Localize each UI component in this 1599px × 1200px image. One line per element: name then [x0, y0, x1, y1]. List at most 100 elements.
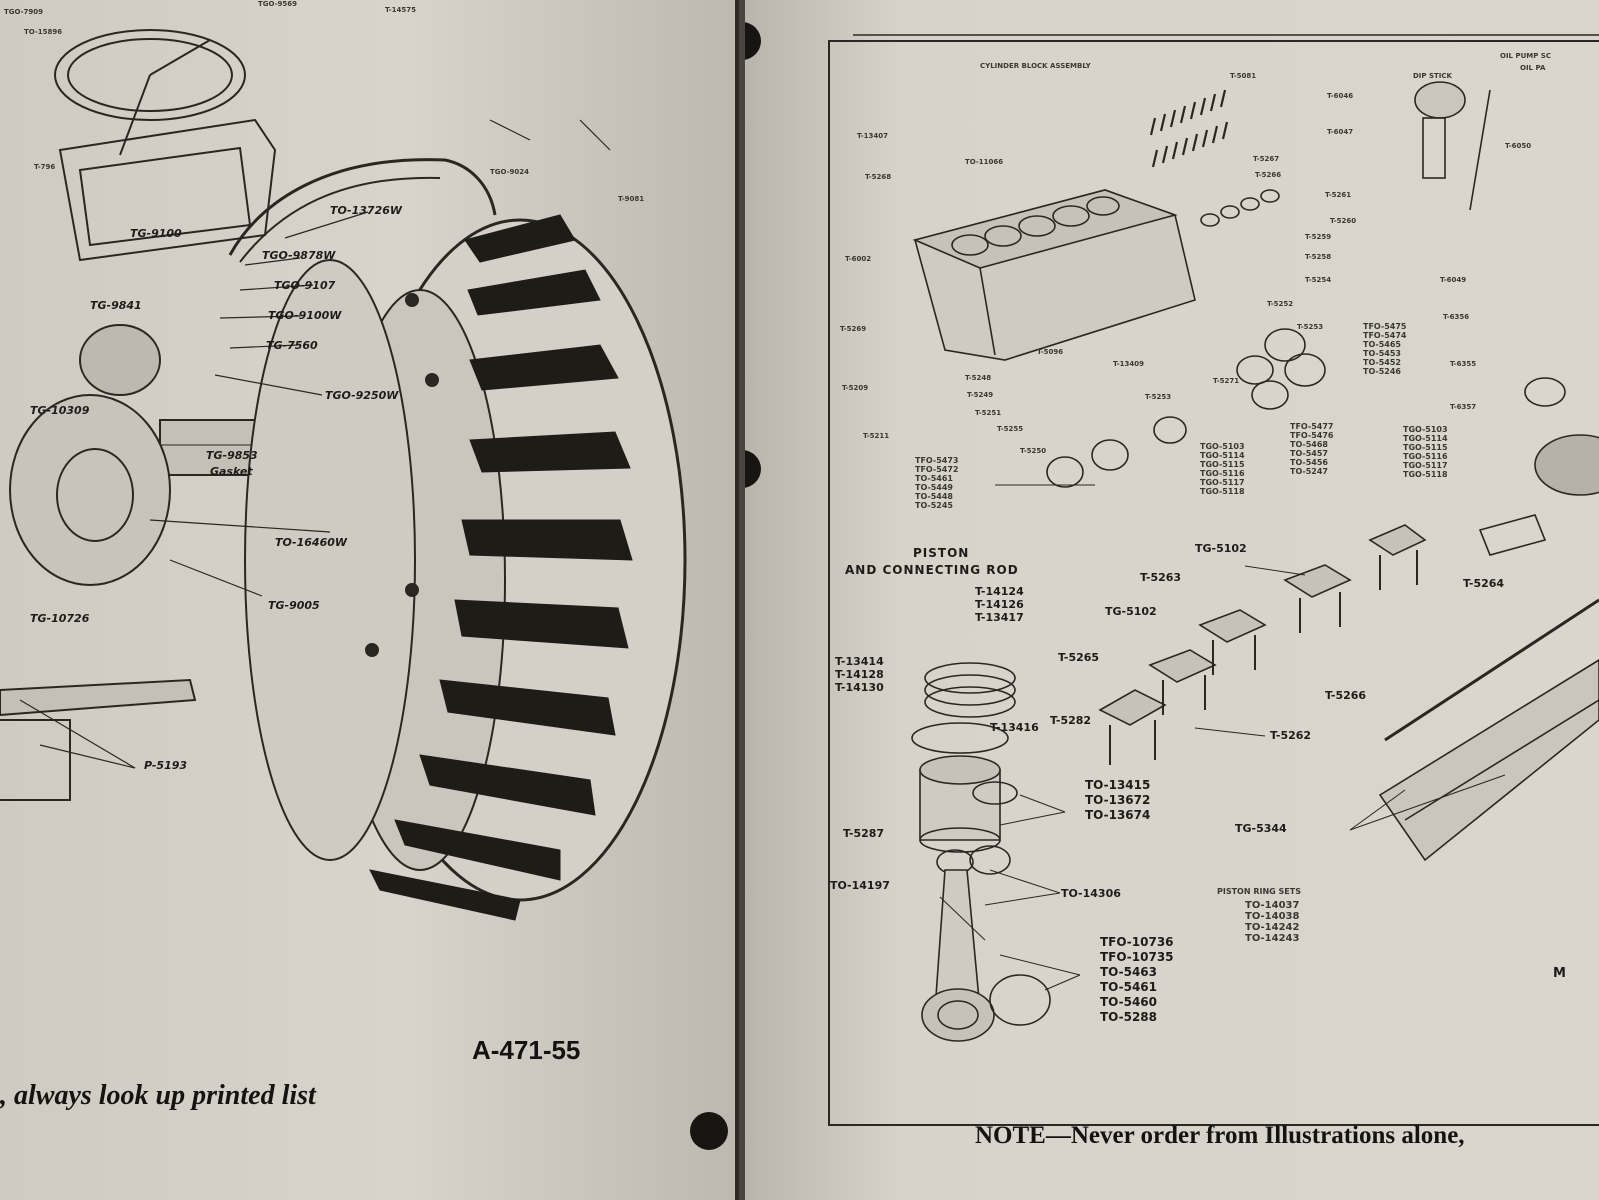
callout-t-5253: T-5253	[1145, 393, 1172, 401]
engine-parts-illustration	[911, 81, 1599, 1042]
seat-shape	[58, 118, 277, 262]
callout-tgo-9569: TGO-9569	[258, 0, 297, 8]
illustration-frame	[828, 40, 1599, 1126]
bearing-left-3: TO-5449	[915, 483, 953, 492]
callout-t-9081: T-9081	[618, 195, 645, 203]
piston-ring-sets: TO-14037 TO-14038 TO-14242 TO-14243	[1245, 900, 1299, 944]
right-footer-note: NOTE—Never order from Illustrations alon…	[975, 1122, 1465, 1149]
bearing-left-0: TFO-5473	[915, 456, 959, 465]
callout-to-11066: TO-11066	[965, 158, 1004, 166]
bearing-main-5: TO-5246	[1363, 367, 1401, 376]
callout-t-5267: T-5267	[1253, 155, 1280, 163]
callout-tg-5344: TG-5344	[1235, 822, 1287, 835]
callout-to-16460w: TO-16460W	[275, 536, 348, 549]
rod-bearing-list: TFO-10736 TFO-10735 TO-5463 TO-5461 TO-5…	[1100, 935, 1174, 1025]
callout-to-14197: TO-14197	[830, 879, 890, 892]
rod-bearing-5: TO-5288	[1100, 1010, 1157, 1024]
bearing-d-4: TGO-5117	[1403, 461, 1448, 470]
ring-set-0: TO-14037	[1245, 900, 1300, 911]
bearing-d-0: TGO-5103	[1403, 425, 1448, 434]
bearing-list-left: TFO-5473 TFO-5472 TO-5461 TO-5449 TO-544…	[915, 456, 958, 510]
callout-t-5248: T-5248	[965, 374, 992, 382]
callout-t-5282: T-5282	[1050, 714, 1092, 727]
callout-t-5258: T-5258	[1305, 253, 1332, 261]
callout-t-5262: T-5262	[1270, 729, 1312, 742]
callout-t-6357: T-6357	[1450, 403, 1477, 411]
callout-t-5261: T-5261	[1325, 191, 1352, 199]
ring-stack-top: T-14124 T-14126 T-13417	[975, 585, 1024, 624]
callout-tg-5102-upper: TG-5102	[1195, 542, 1247, 555]
callout-t-5271: T-5271	[1213, 377, 1240, 385]
rod-bearing-3: TO-5461	[1100, 980, 1157, 994]
callout-m-partial: M	[1553, 966, 1566, 981]
bearing-b-0: TFO-5477	[1290, 422, 1334, 431]
pin-list: TO-13415 TO-13672 TO-13674	[1085, 778, 1150, 823]
ring-top-1: T-14126	[975, 598, 1024, 611]
ring-left-2: T-14130	[835, 681, 884, 694]
bearing-c-0: TGO-5103	[1200, 442, 1245, 451]
callout-t-5096: T-5096	[1037, 348, 1064, 356]
callout-t-5211: T-5211	[863, 432, 890, 440]
bearing-b-5: TO-5247	[1290, 467, 1328, 476]
callout-tg-9853: TG-9853	[206, 449, 258, 462]
pin-1: TO-13672	[1085, 793, 1151, 807]
bearing-c-2: TGO-5115	[1200, 460, 1245, 469]
callout-t-13416: T-13416	[990, 721, 1039, 734]
bearing-list-d: TGO-5103 TGO-5114 TGO-5115 TGO-5116 TGO-…	[1403, 425, 1448, 479]
bearing-c-3: TGO-5116	[1200, 469, 1245, 478]
left-page: TGO-9569 T-14575 TGO-7909 TO-15896 T-796…	[0, 0, 739, 1200]
piston-ring-sets-title: PISTON RING SETS	[1217, 887, 1301, 896]
callout-t-5252: T-5252	[1267, 300, 1294, 308]
ring-left-0: T-13414	[835, 655, 884, 668]
callout-tg-9005: TG-9005	[268, 599, 320, 612]
top-rule	[853, 34, 1599, 36]
callout-t-5287: T-5287	[843, 827, 885, 840]
bearing-list-c: TGO-5103 TGO-5114 TGO-5115 TGO-5116 TGO-…	[1200, 442, 1245, 496]
rod-bearing-4: TO-5460	[1100, 995, 1157, 1009]
callout-t-5269: T-5269	[840, 325, 867, 333]
callout-t-5251: T-5251	[975, 409, 1002, 417]
bearing-list-main: TFO-5475 TFO-5474 TO-5465 TO-5453 TO-545…	[1363, 322, 1406, 376]
bearing-b-3: TO-5457	[1290, 449, 1328, 458]
callout-tgo-9107: TGO-9107	[274, 279, 336, 292]
callout-tgo-9100w: TGO-9100W	[268, 309, 342, 322]
callout-t-5260: T-5260	[1330, 217, 1357, 225]
callout-t-6050: T-6050	[1505, 142, 1532, 150]
callout-t-5254: T-5254	[1305, 276, 1332, 284]
callout-t-6002: T-6002	[845, 255, 872, 263]
callout-tg-7560: TG-7560	[266, 339, 318, 352]
bearing-c-4: TGO-5117	[1200, 478, 1245, 487]
callout-to-13726w: TO-13726W	[330, 204, 403, 217]
piston-heading-2: AND CONNECTING ROD	[845, 563, 1019, 577]
binder-hole	[745, 450, 761, 488]
callout-tg-9100: TG-9100	[130, 227, 182, 240]
pin-0: TO-13415	[1085, 778, 1151, 792]
left-footer-text: , always look up printed list	[0, 1080, 316, 1111]
callout-tgo-9250w: TGO-9250W	[325, 389, 399, 402]
callout-t-5249: T-5249	[967, 391, 994, 399]
callout-t-13409: T-13409	[1113, 360, 1145, 368]
bearing-main-0: TFO-5475	[1363, 322, 1407, 331]
ring-top-0: T-14124	[975, 585, 1024, 598]
rod-bearing-2: TO-5463	[1100, 965, 1157, 979]
oil-pan-title: OIL PA	[1520, 64, 1546, 72]
callout-t-14575: T-14575	[385, 6, 417, 14]
rod-bearing-1: TFO-10735	[1100, 950, 1174, 964]
ring-stack-left: T-13414 T-14128 T-14130	[835, 655, 884, 694]
callout-t-5253-upper: T-5253	[1297, 323, 1324, 331]
callout-t-5081: T-5081	[1230, 72, 1257, 80]
callout-t-5209: T-5209	[842, 384, 869, 392]
bearing-left-4: TO-5448	[915, 492, 953, 501]
fender-shape	[228, 158, 497, 256]
ring-set-1: TO-14038	[1245, 911, 1300, 922]
callout-tg-9841: TG-9841	[90, 299, 142, 312]
callout-tgo-7909: TGO-7909	[4, 8, 43, 16]
callout-p-5193: P-5193	[144, 759, 188, 772]
callout-t-796: T-796	[34, 163, 56, 171]
piston-heading-1: PISTON	[913, 546, 970, 560]
binder-hole	[745, 22, 761, 60]
bearing-left-2: TO-5461	[915, 474, 953, 483]
bearing-left-5: TO-5245	[915, 501, 953, 510]
bearing-c-1: TGO-5114	[1200, 451, 1245, 460]
right-page: CYLINDER BLOCK ASSEMBLY DIP STICK OIL PU…	[745, 0, 1599, 1200]
